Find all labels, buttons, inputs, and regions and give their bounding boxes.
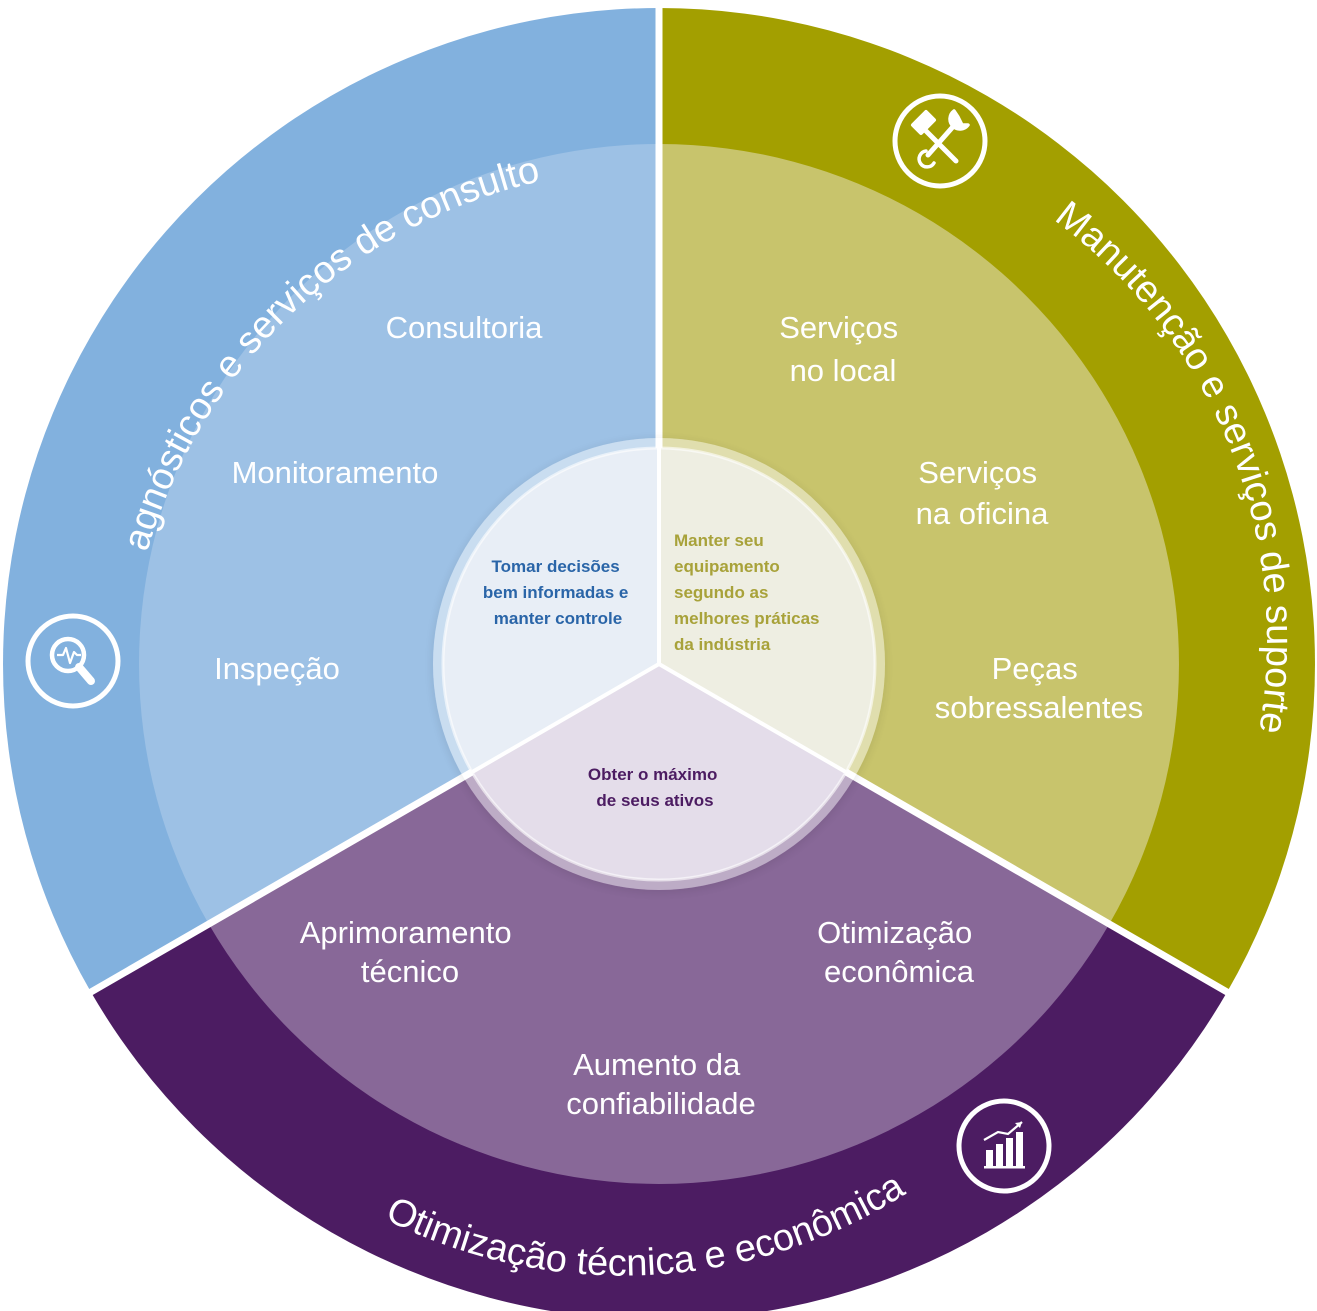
tools-icon bbox=[892, 93, 988, 189]
center-label-optimization: Obter o máximo de seus ativos bbox=[588, 765, 722, 810]
service-item-consultoria: Consultoria bbox=[386, 310, 544, 345]
magnifier-pulse-icon bbox=[25, 613, 121, 709]
center-label-maintenance: Manter seu equipamento segundo as melhor… bbox=[674, 531, 824, 654]
service-item-monitoramento: Monitoramento bbox=[232, 455, 439, 490]
segment-optimization-inner bbox=[208, 664, 1110, 1184]
service-item-aumento-confiabilidade: Aumento da confiabilidade bbox=[566, 1047, 756, 1121]
bar-chart-growth-icon bbox=[956, 1098, 1052, 1194]
service-item-servicos-no-local: Serviços no local bbox=[779, 310, 907, 388]
service-item-aprimoramento-tecnico: Aprimoramento técnico bbox=[300, 915, 521, 989]
service-item-otimizacao-economica: Otimização econômica bbox=[817, 915, 981, 989]
center-disc bbox=[433, 438, 885, 890]
service-item-pecas-sobressalentes: Peças sobressalentes bbox=[935, 651, 1144, 725]
service-item-servicos-na-oficina: Serviços na oficina bbox=[916, 455, 1049, 531]
center-label-diagnostics: Tomar decisões bem informadas e manter c… bbox=[483, 557, 633, 628]
service-item-inspecao: Inspeção bbox=[214, 651, 340, 686]
